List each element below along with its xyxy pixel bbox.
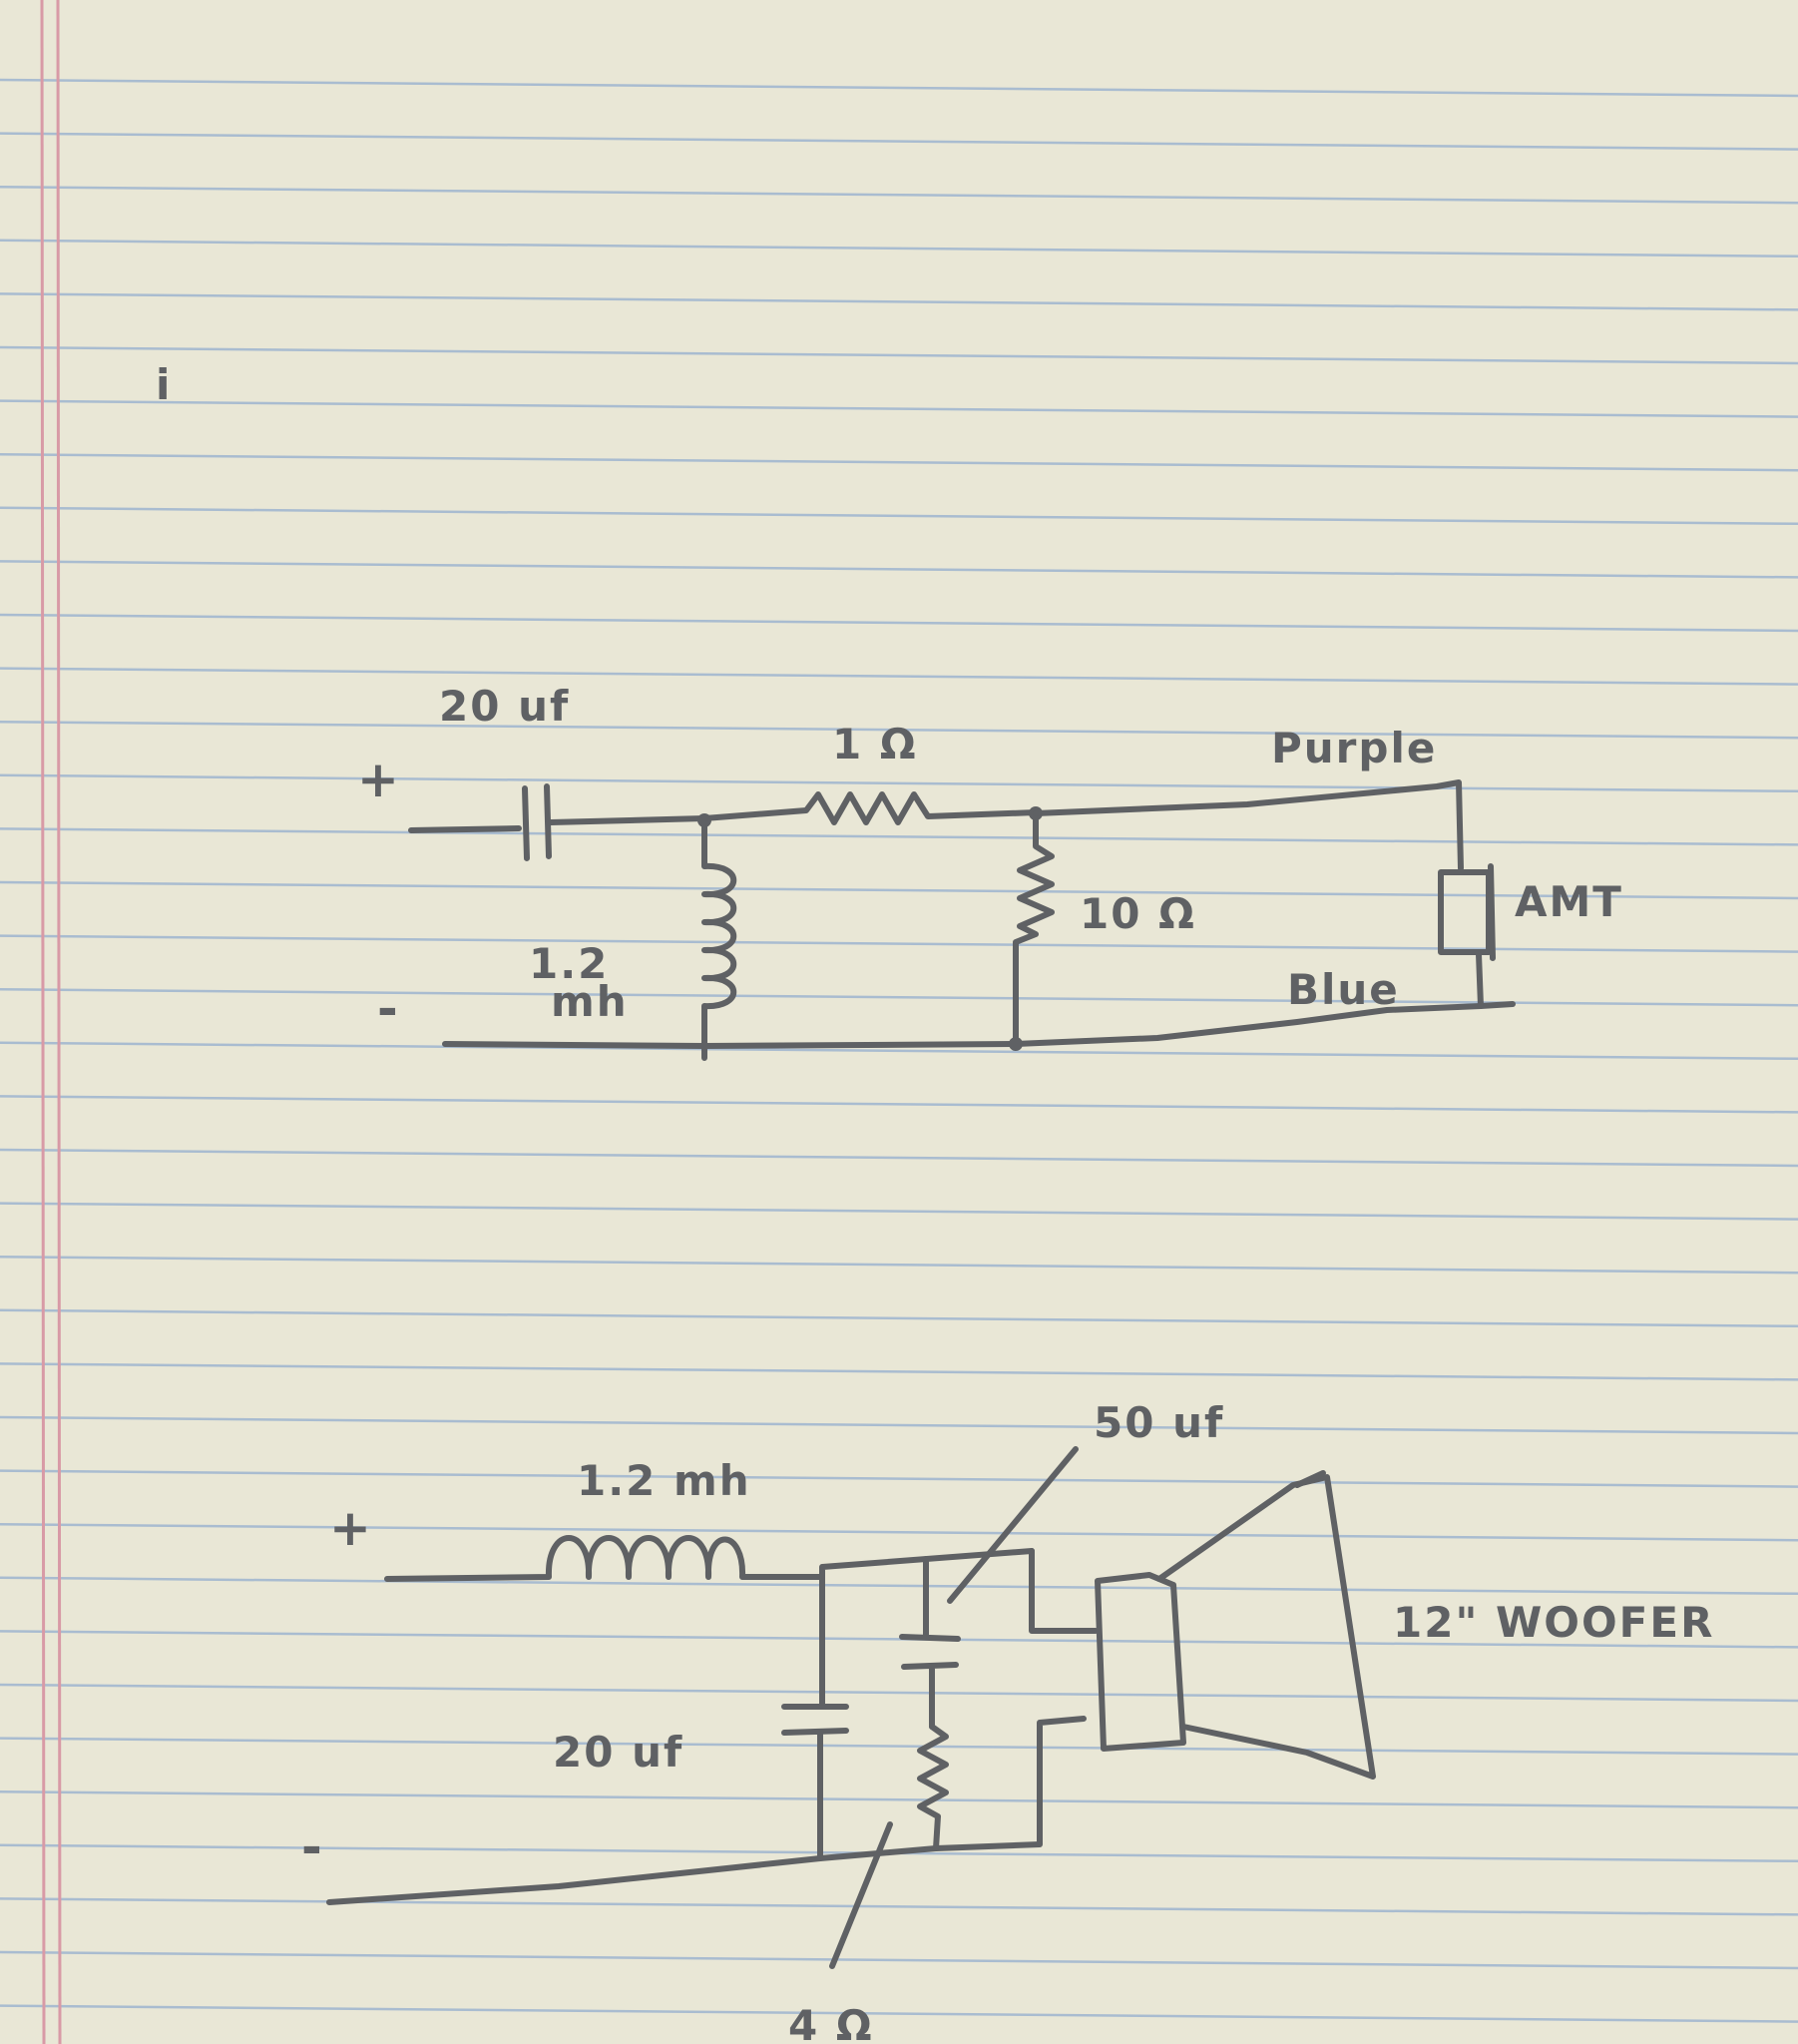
woofer-zobel-resistor-label: 4 Ω bbox=[788, 2001, 874, 2044]
rule-line bbox=[0, 345, 1798, 365]
tweeter-circuit: + - 20 uf 1.2 mh 1 Ω 10 Ω Purple AMT Blu… bbox=[357, 682, 1623, 1061]
rule-line bbox=[0, 720, 1798, 740]
amt-driver bbox=[1438, 869, 1492, 955]
rule-line bbox=[0, 1255, 1798, 1275]
rule-line bbox=[0, 1148, 1798, 1168]
woofer-shunt-capacitor-label: 20 uf bbox=[553, 1728, 683, 1777]
rule-line bbox=[0, 132, 1798, 151]
woofer-plus-label: + bbox=[329, 1499, 373, 1557]
ruled-lines bbox=[0, 78, 1798, 2023]
rule-line bbox=[0, 1041, 1798, 1061]
rule-line bbox=[0, 292, 1798, 311]
rule-line bbox=[0, 1415, 1798, 1435]
rule-line bbox=[0, 1576, 1798, 1596]
rule-line bbox=[0, 1095, 1798, 1114]
tweeter-series-resistor bbox=[701, 791, 1039, 825]
woofer-cone-edge bbox=[1294, 1470, 1326, 1488]
tweeter-plus-label: + bbox=[357, 751, 401, 808]
tweeter-shunt-resistor-label: 10 Ω bbox=[1080, 889, 1196, 938]
woofer-magnet bbox=[1095, 1572, 1186, 1752]
rule-line bbox=[0, 1202, 1798, 1221]
rule-line bbox=[0, 880, 1798, 900]
tweeter-negative-wire bbox=[442, 1003, 1484, 1049]
rule-line bbox=[0, 773, 1798, 793]
woofer-zobel-capacitor-label: 50 uf bbox=[1094, 1398, 1224, 1447]
tweeter-negative-wire-label: Blue bbox=[1287, 965, 1400, 1014]
tweeter-series-resistor-label: 1 Ω bbox=[832, 720, 918, 768]
tweeter-inductor bbox=[701, 817, 737, 1061]
rule-line bbox=[0, 1308, 1798, 1328]
rule-line bbox=[0, 1737, 1798, 1756]
rule-line bbox=[0, 560, 1798, 579]
tweeter-capacitor-label: 20 uf bbox=[439, 682, 570, 731]
tweeter-top-wire-1 bbox=[548, 815, 707, 825]
tweeter-inductor-value: 1.2 bbox=[529, 939, 609, 988]
woofer-inductor-label: 1.2 mh bbox=[577, 1456, 751, 1505]
woofer-circuit: + - 1.2 mh 20 uf 50 uf 4 Ω 12" WOOFER bbox=[301, 1398, 1714, 2044]
rule-line bbox=[0, 1683, 1798, 1703]
woofer-series-inductor bbox=[384, 1535, 825, 1582]
rule-line bbox=[0, 1950, 1798, 1970]
rule-line bbox=[0, 239, 1798, 258]
rule-line bbox=[0, 2004, 1798, 2023]
rule-line bbox=[0, 78, 1798, 98]
woofer-zobel-bottom-wire bbox=[933, 1716, 1087, 1851]
woofer-cone bbox=[1156, 1474, 1376, 1780]
rule-line bbox=[0, 667, 1798, 686]
rule-line bbox=[0, 987, 1798, 1007]
woofer-negative-rail bbox=[326, 1845, 939, 1905]
page-mark: i bbox=[156, 360, 172, 409]
tweeter-node-3 bbox=[1009, 1037, 1023, 1051]
rule-line bbox=[0, 452, 1798, 472]
woofer-shunt-capacitor bbox=[781, 1572, 849, 1861]
rule-line bbox=[0, 934, 1798, 953]
tweeter-shunt-resistor bbox=[1013, 810, 1055, 1047]
rule-line bbox=[0, 1897, 1798, 1916]
rule-line bbox=[0, 399, 1798, 418]
woofer-minus-label: - bbox=[301, 1818, 324, 1876]
tweeter-positive-wire-label: Purple bbox=[1271, 724, 1437, 772]
amt-terminal-left bbox=[1488, 863, 1496, 961]
woofer-zobel-resistor bbox=[917, 1724, 949, 1851]
woofer-zobel-capacitor bbox=[899, 1556, 961, 1730]
rule-line bbox=[0, 1469, 1798, 1488]
rule-line bbox=[0, 506, 1798, 526]
rule-line bbox=[0, 1522, 1798, 1542]
amt-label: AMT bbox=[1515, 877, 1623, 926]
tweeter-positive-wire bbox=[1033, 779, 1464, 871]
woofer-resistor-pointer bbox=[829, 1821, 893, 1969]
tweeter-input-wire bbox=[408, 825, 522, 833]
woofer-label: 12" WOOFER bbox=[1393, 1598, 1714, 1647]
rule-line bbox=[0, 185, 1798, 205]
woofer-capacitor-pointer bbox=[947, 1446, 1079, 1604]
woofer-positive-lead bbox=[1029, 1548, 1099, 1634]
margin-lines bbox=[40, 0, 62, 2044]
rule-line bbox=[0, 827, 1798, 846]
tweeter-minus-label: - bbox=[377, 980, 400, 1038]
rule-line bbox=[0, 1630, 1798, 1649]
tweeter-inductor-unit: mh bbox=[551, 977, 629, 1026]
amt-bottom-lead bbox=[1476, 951, 1516, 1009]
rule-line bbox=[0, 1789, 1798, 1809]
rule-line bbox=[0, 1362, 1798, 1381]
rule-line bbox=[0, 613, 1798, 633]
tweeter-capacitor bbox=[522, 783, 552, 861]
